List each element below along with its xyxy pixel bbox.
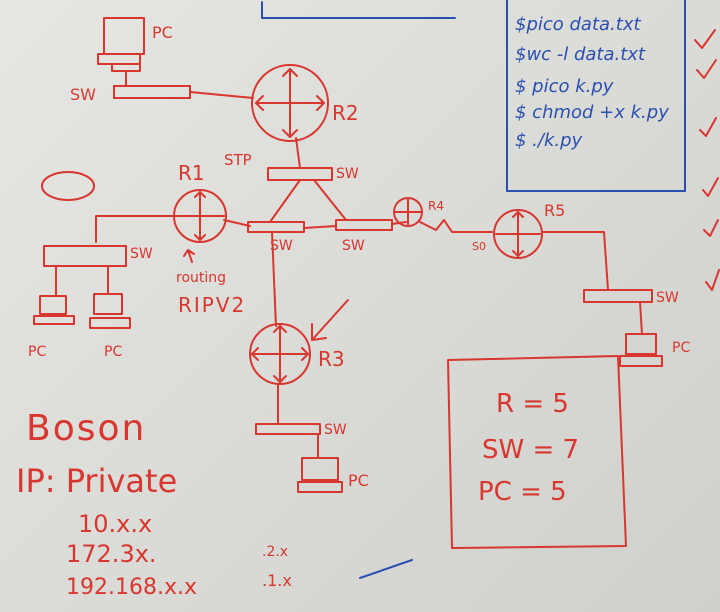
link: [303, 225, 337, 229]
checkmark-icon: [699, 117, 717, 137]
command-box: [506, 0, 686, 192]
summary-routers: R = 5: [496, 389, 569, 419]
routing-note: routing: [176, 270, 226, 286]
arrow-icon: [311, 299, 349, 341]
pc-label: PC: [152, 23, 173, 42]
ip-heading: IP: Private: [16, 462, 177, 500]
r3-label: R3: [318, 347, 345, 371]
link: [639, 301, 643, 335]
sw-label: SW: [336, 166, 359, 182]
stp-label: STP: [224, 151, 252, 169]
checkmark-icon: [705, 269, 720, 291]
checkmark-icon: [702, 177, 719, 197]
pc-label: PC: [348, 471, 369, 490]
switch-icon: [43, 245, 127, 267]
r1-label: R1: [178, 161, 205, 185]
router-icon: [493, 209, 543, 259]
switch-icon: [267, 167, 333, 181]
router-icon: [393, 197, 423, 227]
sw-label: SW: [324, 422, 347, 438]
link: [269, 179, 301, 223]
switch-icon: [113, 85, 191, 99]
pc-base: [89, 317, 131, 329]
pc-base: [97, 53, 141, 65]
ip-range-3-suffix: .1.x: [262, 571, 292, 590]
checkmark-icon: [696, 59, 717, 79]
command-3: $ pico k.py: [515, 76, 614, 97]
ip-range-2: 172.3x.: [66, 540, 157, 568]
arrow-icon: [183, 249, 195, 263]
pc-label: PC: [28, 344, 46, 360]
command-1: $pico data.txt: [515, 14, 641, 35]
r4-label: R4: [428, 199, 444, 213]
pc-label: PC: [672, 340, 690, 356]
sw-label: SW: [70, 85, 96, 104]
pc-icon: [39, 295, 67, 315]
summary-box: [447, 355, 627, 549]
link: [95, 215, 177, 243]
summary-pcs: PC = 5: [478, 477, 567, 507]
command-5: $ ./k.py: [515, 130, 583, 151]
link: [189, 91, 254, 99]
s0-label: S0: [472, 240, 486, 253]
switch-icon: [255, 423, 321, 435]
top-blue-box: [261, 1, 456, 19]
pc-base: [33, 315, 75, 325]
r5-label: R5: [544, 201, 565, 220]
pc-base: [619, 355, 663, 367]
pc-icon: [301, 457, 339, 481]
blue-dash: [359, 559, 413, 579]
sw-label: SW: [656, 290, 679, 306]
switch-icon: [583, 289, 653, 303]
sw-label: SW: [130, 246, 153, 262]
link: [223, 219, 251, 227]
pc-base: [297, 481, 343, 493]
serial-link: [419, 219, 493, 233]
router-icon: [173, 189, 227, 243]
summary-switches: SW = 7: [482, 435, 579, 465]
switch-icon: [247, 221, 305, 233]
sw-label: SW: [342, 238, 365, 254]
pc-label: PC: [104, 344, 122, 360]
link: [313, 179, 347, 221]
command-4: $ chmod +x k.py: [515, 102, 669, 123]
link: [295, 137, 301, 169]
pc-icon: [103, 17, 145, 55]
link: [271, 231, 277, 327]
ip-range-2-suffix: .2.x: [262, 544, 288, 560]
sw-label: SW: [270, 238, 293, 254]
notes-title: Boson: [26, 408, 146, 449]
pc-icon: [625, 333, 657, 355]
r2-label: R2: [332, 101, 359, 125]
ip-range-3: 192.168.x.x: [66, 575, 197, 600]
router-icon: [251, 64, 329, 142]
command-2: $wc -l data.txt: [515, 44, 646, 65]
ip-range-1: 10.x.x: [78, 510, 152, 538]
scribble-circle: [41, 171, 95, 201]
router-icon: [249, 323, 311, 385]
switch-icon: [335, 219, 393, 231]
routing-protocol: RIPV2: [178, 293, 246, 317]
link: [541, 231, 609, 291]
checkmark-icon: [694, 29, 716, 49]
pc-icon: [93, 293, 123, 315]
checkmark-icon: [703, 219, 719, 237]
pc-stand: [111, 63, 141, 72]
